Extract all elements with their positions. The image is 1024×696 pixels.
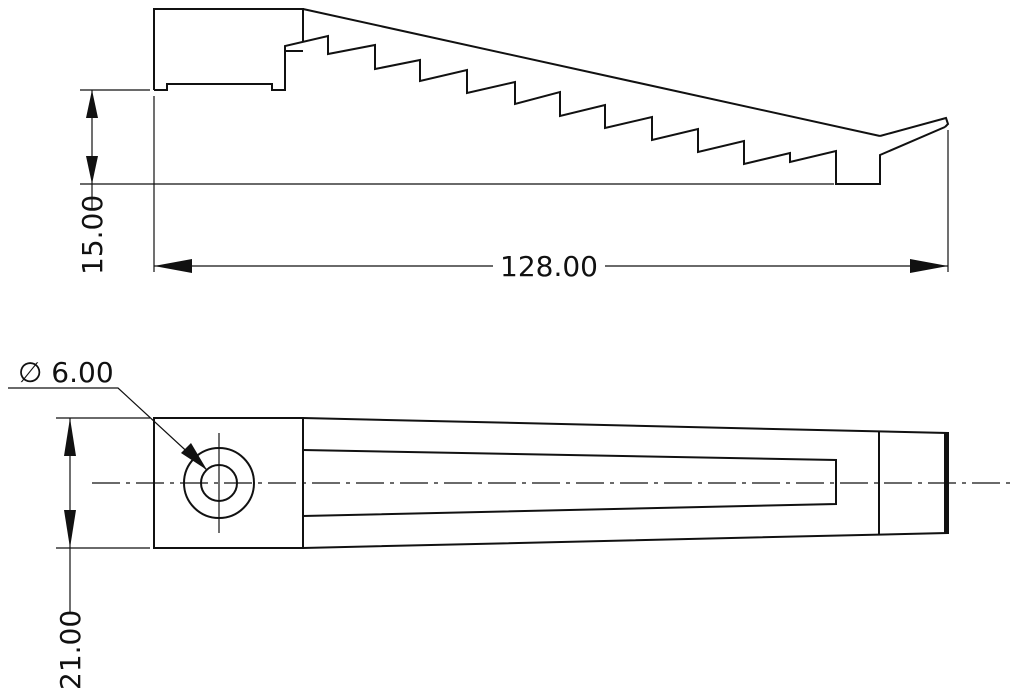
arrow-left-icon — [154, 259, 192, 273]
side-view-tip — [879, 116, 950, 137]
width-dimension-label: 21.00 — [54, 610, 87, 690]
arrow-down-icon — [86, 156, 98, 184]
arrow-up-icon — [86, 90, 98, 118]
side-view-top-slope — [302, 8, 881, 137]
top-view-inner-slot — [302, 449, 837, 517]
side-view — [153, 8, 950, 185]
arrow-right-icon — [910, 259, 948, 273]
top-view — [92, 417, 1016, 549]
side-view-left-block — [153, 8, 304, 90]
side-view-dimensions: 15.00 128.00 — [76, 89, 949, 283]
height-dimension-label: 15.00 — [76, 195, 109, 275]
diameter-leader-line — [8, 387, 208, 471]
side-view-teeth — [284, 34, 946, 185]
side-view-left-base — [154, 50, 303, 91]
length-dimension-label: 128.00 — [500, 250, 598, 283]
arrow-up-icon — [64, 418, 76, 456]
top-view-dimensions: ∅ 6.00 21.00 — [8, 356, 208, 690]
arrow-down-icon — [64, 510, 76, 548]
hole-diameter-label: ∅ 6.00 — [18, 356, 114, 389]
leader-arrow-icon — [181, 443, 207, 470]
